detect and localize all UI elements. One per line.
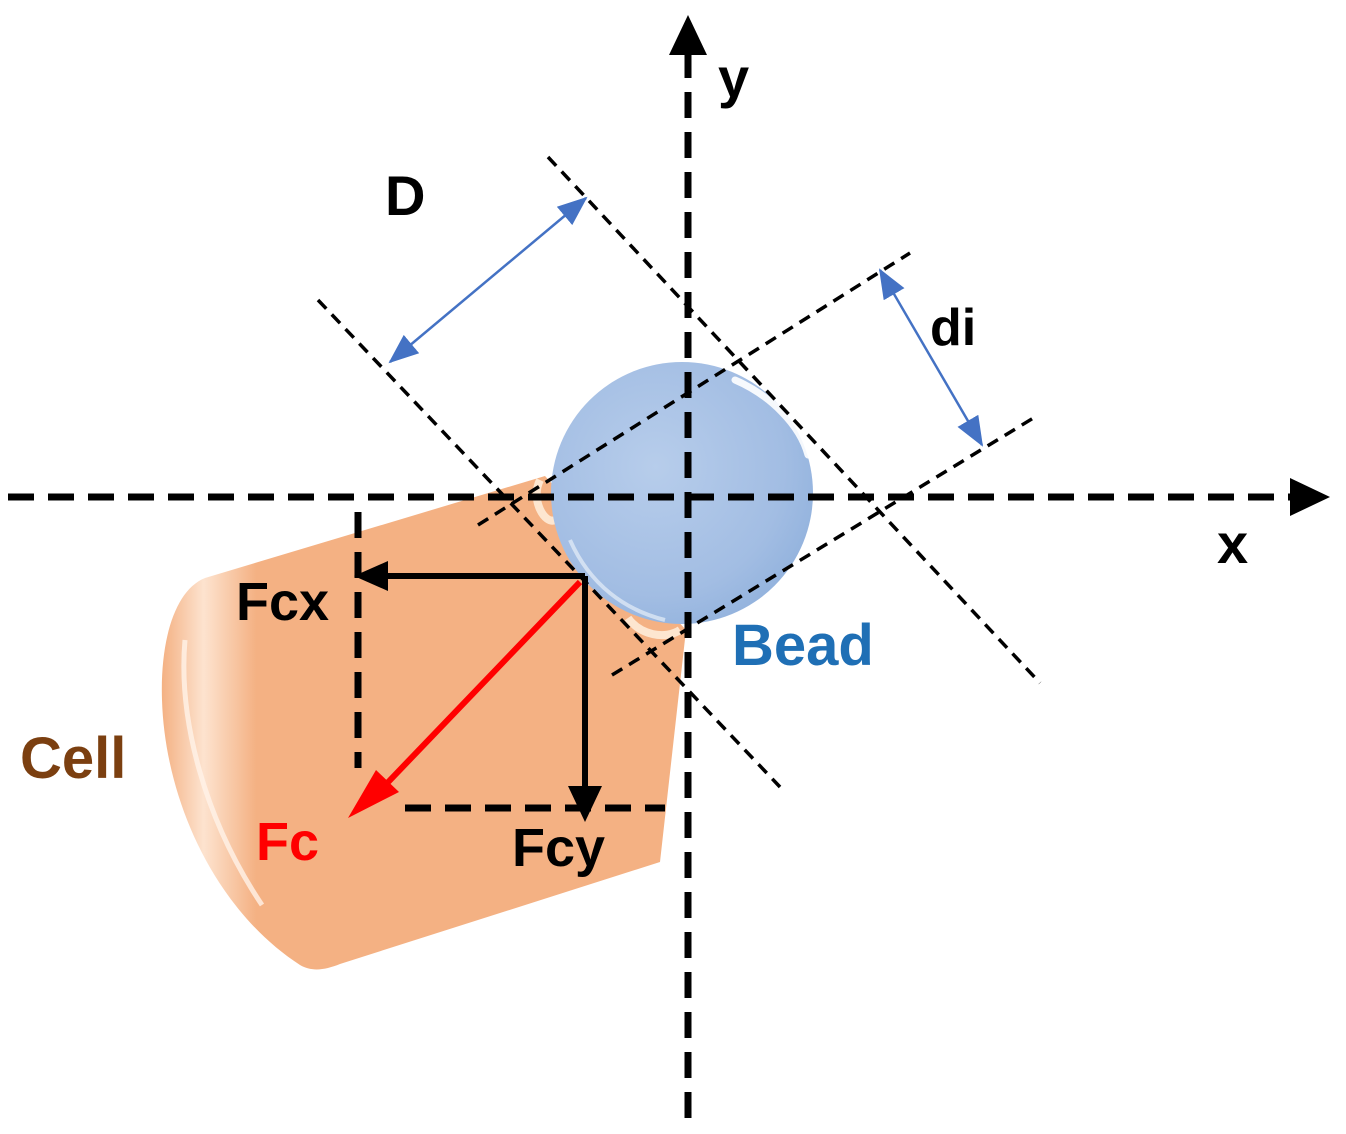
fcy-arrowhead	[568, 786, 602, 822]
cell-contact-highlight	[532, 478, 557, 525]
di-label: di	[930, 299, 976, 357]
bead-highlight	[731, 376, 812, 459]
d-label: D	[385, 164, 425, 227]
fc-label: Fc	[256, 812, 319, 872]
fc-arrowhead	[348, 770, 399, 818]
dashed-line-di-lower	[611, 415, 1036, 677]
cell-label: Cell	[20, 726, 126, 791]
dashed-line-d-left	[316, 298, 782, 789]
dashed-line-di-upper	[477, 251, 911, 527]
fcx-label: Fcx	[236, 572, 329, 632]
cell-shape	[161, 476, 686, 970]
bead-label: Bead	[732, 613, 874, 678]
cell-contact-highlight-lower	[624, 615, 683, 640]
y-axis-label: y	[718, 46, 749, 109]
fcx-arrowhead	[354, 561, 388, 591]
y-axis-arrowhead	[669, 15, 707, 55]
fc-arrow	[367, 579, 583, 804]
d-dimension-arrow	[388, 196, 588, 364]
cell-highlight	[181, 639, 265, 907]
fcy-label: Fcy	[512, 818, 605, 878]
di-dimension-arrow	[878, 268, 984, 447]
dashed-line-d-right	[546, 155, 1042, 685]
x-axis-arrowhead	[1290, 478, 1330, 516]
x-axis-label: x	[1217, 512, 1248, 575]
bead	[551, 362, 813, 624]
bead-shadow-rim	[568, 539, 666, 622]
